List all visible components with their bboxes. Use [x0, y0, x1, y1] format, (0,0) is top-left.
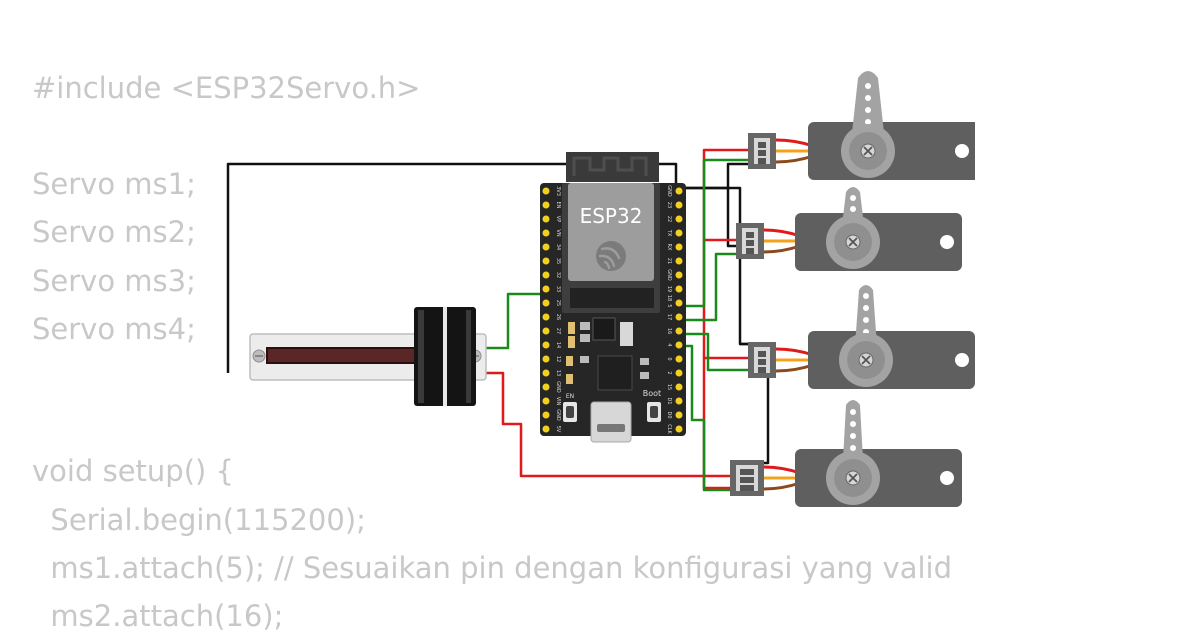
wire-signal-servo2 — [678, 252, 736, 322]
pin-label-14: 14 — [555, 342, 561, 348]
esp32-label: ESP32 — [580, 204, 643, 228]
boot-button-label: Boot — [643, 389, 661, 398]
pin-label-35: 35 — [555, 258, 561, 264]
pin-label-gnd-right2: GND — [666, 269, 672, 281]
usb-port — [590, 401, 632, 443]
pin-label-22: 22 — [666, 216, 672, 222]
pin-label-27: 27 — [555, 328, 561, 334]
pin-label-d1: D1 — [666, 397, 672, 404]
pin-label-33: 33 — [555, 286, 561, 292]
pin-label-vp: VP — [555, 216, 561, 222]
pin-label-2: 2 — [666, 371, 672, 374]
servo-3[interactable] — [748, 285, 975, 389]
wire-pot-signal — [485, 292, 546, 350]
pin-label-18: 18 — [666, 295, 672, 301]
pin-label-rx: RX — [666, 244, 672, 251]
pin-label-3v3: 3V3 — [555, 186, 561, 196]
code-line-servo-ms1: Servo ms1; — [32, 167, 196, 201]
pin-label-5v: 5V — [555, 426, 561, 433]
en-button[interactable]: EN — [563, 393, 577, 422]
pin-label-vn: VN — [555, 229, 561, 236]
pin-label-gnd-right: GND — [666, 185, 672, 197]
pin-label-4: 4 — [666, 343, 672, 346]
slide-potentiometer[interactable] — [249, 307, 487, 406]
pin-label-25: 25 — [555, 300, 561, 306]
wire-gnd-pot — [226, 162, 678, 373]
pin-label-12: 12 — [555, 356, 561, 362]
pin-label-16: 16 — [666, 328, 672, 334]
wire-signal-servo4 — [678, 344, 736, 492]
code-line-ms2-attach: ms2.attach(16); — [32, 599, 284, 633]
pin-label-32: 32 — [555, 272, 561, 278]
pin-label-26: 26 — [555, 314, 561, 320]
code-line-setup: void setup() { — [32, 454, 234, 488]
wire-signal-servo1 — [678, 158, 748, 308]
code-line-include: #include <ESP32Servo.h> — [32, 71, 421, 105]
code-line-servo-ms2: Servo ms2; — [32, 215, 196, 249]
pin-label-clk: CLK — [666, 424, 672, 434]
code-line-serial-begin: Serial.begin(115200); — [32, 503, 366, 537]
pin-label-23: 23 — [666, 202, 672, 208]
pin-label-0: 0 — [666, 357, 672, 360]
pin-label-21: 21 — [666, 258, 672, 264]
left-header-pins — [542, 187, 550, 433]
pin-label-13: 13 — [555, 370, 561, 376]
wire-gnd-servo2 — [726, 188, 736, 248]
esp32-board[interactable]: ESP32 — [540, 152, 686, 443]
pin-label-vin: VIN — [555, 397, 561, 406]
code-line-ms1-attach: ms1.attach(5); // Sesuaikan pin dengan k… — [32, 551, 952, 585]
servo-screw-icon — [858, 352, 874, 368]
pin-label-19: 19 — [666, 286, 672, 292]
pin-label-d0: D0 — [666, 411, 672, 418]
pin-label-34: 34 — [555, 244, 561, 250]
right-header-pins — [675, 187, 683, 433]
servo-1[interactable] — [748, 71, 975, 180]
servo-4[interactable] — [730, 400, 962, 507]
pin-label-15: 15 — [666, 384, 672, 390]
wire-gnd-servo1 — [676, 162, 748, 190]
pin-label-gnd-bottom: GND — [555, 409, 561, 421]
pin-label-gnd-left: GND — [555, 381, 561, 393]
wire-vcc-pot — [485, 371, 736, 478]
wire-signal-servo3 — [678, 332, 748, 372]
servo-2[interactable] — [736, 187, 962, 271]
servo-screw-icon — [845, 470, 861, 486]
pin-label-tx: TX — [666, 229, 672, 237]
code-line-servo-ms3: Servo ms3; — [32, 264, 196, 298]
pin-label-5: 5 — [666, 304, 672, 307]
en-button-label: EN — [566, 393, 574, 400]
servo-screw-icon — [845, 234, 861, 250]
board-components — [566, 317, 649, 391]
servo-screw-icon — [860, 143, 876, 159]
code-line-servo-ms4: Servo ms4; — [32, 312, 196, 346]
boot-button[interactable]: Boot — [643, 389, 661, 422]
espressif-logo-icon — [596, 241, 626, 271]
pin-label-en: EN — [555, 202, 561, 209]
pin-label-17: 17 — [666, 314, 672, 320]
